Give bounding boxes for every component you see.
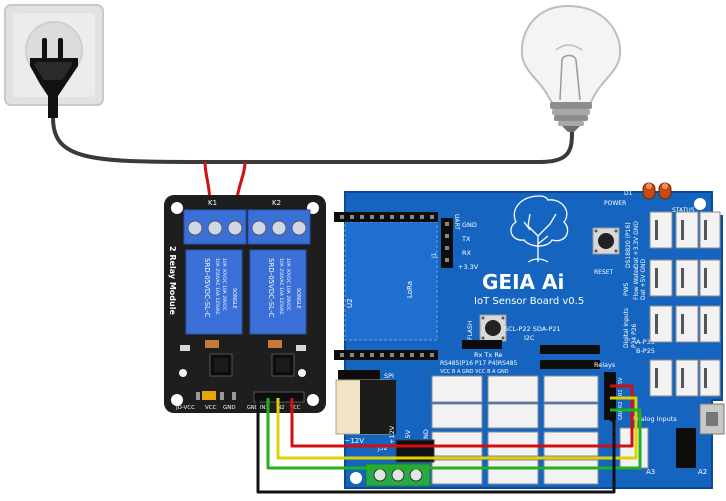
relays-label: Relays <box>594 361 616 369</box>
esp-module-area <box>344 221 438 341</box>
power-plug-icon <box>30 38 78 118</box>
digital-pins: P34 P26 <box>631 323 638 348</box>
lora-label: LoRa <box>406 281 414 298</box>
analog-a-label: A-P33 <box>636 338 655 346</box>
signal-wires <box>256 384 642 494</box>
board-subtitle: IoT Sensor Board v0.5 <box>474 296 584 307</box>
jdvcc-jumper <box>202 391 216 400</box>
wire-black <box>256 398 616 494</box>
a3-label: A3 <box>646 468 655 476</box>
status-label: STATUS <box>672 207 695 214</box>
a2-label: A2 <box>698 468 707 476</box>
relay-k1-brand: SONGLE <box>231 288 237 309</box>
light-bulb-icon <box>520 4 622 132</box>
analog-inputs-label: Analog Inputs <box>632 415 677 423</box>
pws-label: PWS <box>623 282 630 296</box>
optocoupler-2 <box>271 353 295 377</box>
wire-yellow <box>276 396 638 460</box>
input-vcc-label: VCC <box>290 405 301 411</box>
rs485-line: RS485(P16 P17 P4)RS485 <box>440 360 517 367</box>
relay-pin-r1: R1 <box>618 389 624 396</box>
digital-inputs-label: Digital Inputs <box>623 308 630 348</box>
flow-pins: Dat +5V GND <box>640 258 647 300</box>
spi-label: SPI <box>384 372 394 380</box>
uart-gnd-label: GND <box>462 221 477 229</box>
relay-k1-model: SRD-05VDC-SL-C <box>203 258 211 317</box>
tree-logo-icon <box>510 195 569 263</box>
relay-module: K1 K2 SRD-05VDC-SL-C 10A 250VAC 10A 125V… <box>164 195 326 413</box>
relay-k2-model: SRD-05VDC-SL-C <box>267 258 275 317</box>
reset-button[interactable] <box>592 227 620 255</box>
relay-pin-5v: 5V <box>618 377 624 384</box>
gnd-label: GND <box>223 405 236 411</box>
status-led <box>658 182 672 200</box>
analog-b-label: B-P25 <box>636 347 655 355</box>
plus-12v-label: +12V <box>388 425 396 444</box>
uart-header <box>441 218 453 268</box>
power-label: POWER <box>604 200 626 207</box>
relay-module-name: 2 Relay Module <box>168 246 177 315</box>
uart-rx-label: RX <box>462 249 472 257</box>
relays-header <box>604 372 616 420</box>
power-led <box>642 182 656 200</box>
relay-k2-rating-1: 10A 250VAC 10A 125VAC <box>278 258 284 315</box>
relay-k1-rating-1: 10A 250VAC 10A 125VAC <box>214 258 220 315</box>
top-header <box>334 212 438 222</box>
main-board: U2 LoRa <box>334 182 725 489</box>
power-cord <box>51 117 574 164</box>
relay-k2-rating-2: 10A 30VDC 10A 28VDC <box>285 258 291 311</box>
relay-pin-r2: R2 <box>618 401 624 408</box>
j32-label: J32 <box>377 445 388 452</box>
plus-5v-label: +5V <box>404 429 412 444</box>
input-in1-label: IN1 <box>260 405 268 411</box>
uart-tx-label: TX <box>461 235 471 243</box>
k2-label: K2 <box>272 199 281 207</box>
wire-green <box>266 398 642 470</box>
i2c-label: I2C <box>524 334 535 342</box>
u2-label: U2 <box>346 298 354 308</box>
j1-label: J1 <box>431 252 438 259</box>
uart-3v3-label: +3.3V <box>458 263 479 271</box>
ds18b20-pins: Dat +3.3V GND <box>633 221 640 268</box>
ds18b20-label: DS18B20 (P16) <box>625 222 632 268</box>
power-ref: D1 <box>624 190 633 197</box>
flow-water-label: Flow Water <box>633 266 640 300</box>
optocoupler-1 <box>209 353 233 377</box>
gnd-power-label: GND <box>422 429 430 444</box>
relay-pin-gnd: GND <box>618 408 624 420</box>
relay-k2-brand: SONGLE <box>295 288 301 309</box>
voltage-label: 9~12V <box>340 437 364 445</box>
k1-label: K1 <box>208 199 217 207</box>
bottom-header <box>334 350 438 360</box>
i2c-line: SCL-P22 SDA-P21 <box>504 325 561 333</box>
relay-terminal-block-k2 <box>247 209 311 245</box>
jst-connector-grid-left <box>431 375 599 485</box>
relay-k1: SRD-05VDC-SL-C 10A 250VAC 10A 125VAC 10A… <box>185 249 243 335</box>
input-gnd-label: GND <box>247 405 259 411</box>
usb-port <box>699 403 725 435</box>
reset-label: RESET <box>594 269 614 276</box>
relay-k1-rating-2: 10A 30VDC 10A 28VDC <box>221 258 227 311</box>
relay-terminal-block-k1 <box>183 209 247 245</box>
rs485-header: Rx Tx Re <box>474 351 503 359</box>
flash-label: FLASH <box>467 321 474 340</box>
input-in2-label: IN2 <box>276 405 284 411</box>
dc-power-jack <box>335 379 396 435</box>
vcc-label: VCC <box>205 405 217 411</box>
flash-button[interactable] <box>479 314 507 342</box>
wire-red <box>290 384 634 448</box>
uart-label: UART <box>453 214 460 230</box>
board-title: GEIA Ai <box>482 270 564 294</box>
rs485-pins: VCC B A GND VCC B A GND <box>440 369 509 375</box>
relay-k2: SRD-05VDC-SL-C 10A 250VAC 10A 125VAC 10A… <box>249 249 307 335</box>
jdvcc-label: JD-VCC <box>175 405 195 411</box>
